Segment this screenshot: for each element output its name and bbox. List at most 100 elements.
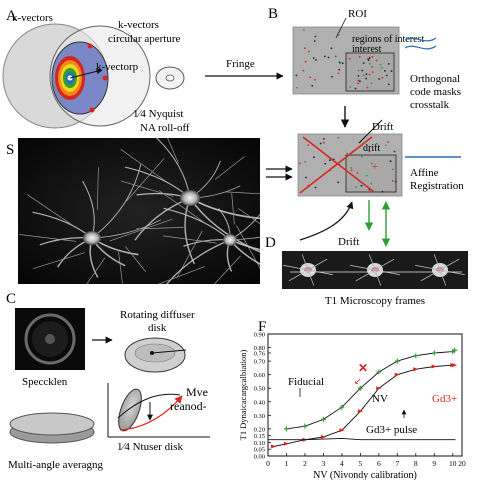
roi-dot <box>384 70 386 72</box>
roi-dot <box>367 59 370 61</box>
nyquist-label-1: 1⁄4 Nyquist <box>133 108 183 120</box>
roi-dot <box>337 72 340 75</box>
frame-neurite <box>374 258 395 271</box>
x-tick-label: 10 <box>449 459 457 468</box>
roi-label: ROI <box>348 8 367 20</box>
neurite-branch <box>124 246 147 273</box>
drift-dot <box>299 162 301 165</box>
roi-dot <box>359 80 361 83</box>
roi-dot <box>362 74 365 77</box>
data-point <box>452 363 458 368</box>
roi-dot <box>303 29 305 31</box>
panel-s: S Drift drift + Affine Registration Drif… <box>6 119 464 284</box>
code-wave-1 <box>404 37 437 42</box>
frame-neurite <box>307 258 328 271</box>
roi-dot <box>371 66 373 68</box>
roi-dot <box>366 86 369 89</box>
x-tick-label: 2 <box>303 459 307 468</box>
panel-f-letter: F <box>258 319 266 335</box>
neurite-branch <box>19 234 76 242</box>
panel-f: F 0.000.050.100.150.200.300.400.500.600.… <box>238 319 466 480</box>
neurite-branch <box>238 208 260 225</box>
y-tick-label: 0.80 <box>254 345 265 352</box>
frame-neurite <box>439 258 460 271</box>
roi-dot <box>349 86 352 88</box>
series-line <box>268 437 456 441</box>
neurite-branch <box>109 218 173 242</box>
drift-dot <box>323 141 325 144</box>
y-tick-label: 0.76 <box>254 350 266 357</box>
roi-dot <box>358 55 361 58</box>
affine-label-2: Registration <box>410 180 464 192</box>
drift-dot <box>360 155 363 158</box>
neurite-branch <box>86 257 106 284</box>
roi-dot <box>385 74 388 77</box>
drift-dot <box>319 142 322 145</box>
aperture-dot <box>87 43 93 49</box>
roi-dot <box>338 68 341 71</box>
drift-dot <box>350 169 353 172</box>
roi-dot <box>341 62 344 65</box>
roi-dot <box>308 50 310 53</box>
y-tick-label: 0.30 <box>254 413 265 420</box>
x-tick-label: 20 <box>458 459 466 468</box>
neurite-branch <box>126 157 165 202</box>
data-point <box>270 444 277 449</box>
panel-a-letter: A <box>6 8 17 24</box>
x-tick-label: 0 <box>266 459 270 468</box>
drift-dot <box>387 141 390 143</box>
ntuser-label: 1⁄4 Ntuser disk <box>117 441 184 453</box>
speckle-label: Speccklen <box>22 376 68 388</box>
chart-frame <box>267 333 463 457</box>
y-tick-label: 0.15 <box>254 433 265 440</box>
data-point <box>357 409 363 414</box>
roi-dot <box>313 40 316 42</box>
drift-dot <box>393 150 396 153</box>
data-point <box>283 426 289 432</box>
data-point <box>431 364 437 369</box>
data-point <box>283 441 290 446</box>
chart: 0.000.050.100.150.200.300.400.500.600.70… <box>238 332 466 480</box>
drift-top-label: Drift <box>372 121 393 133</box>
data-point <box>302 423 308 429</box>
series-line <box>286 349 455 430</box>
data-point <box>339 404 345 410</box>
roi-dot <box>368 57 371 59</box>
drift-dot <box>304 161 307 163</box>
data-point <box>413 353 419 359</box>
tilted-disk <box>118 388 142 432</box>
drift-dot <box>350 167 352 169</box>
roi-dot <box>304 60 307 63</box>
panel-b: B Fringe ROI regions of interest interes… <box>205 6 461 128</box>
roi-dot <box>323 55 326 58</box>
panel-d: D T1 Microscopy frames <box>265 235 468 307</box>
frame-neurite <box>374 269 382 286</box>
data-point <box>394 358 400 364</box>
ortho-label-3: crosstalk <box>410 99 450 111</box>
y-tick-label: 0.90 <box>254 332 265 339</box>
pulse-label: Gd3+ pulse <box>366 424 417 436</box>
drift-dot <box>346 152 349 155</box>
drift-dot <box>323 138 325 140</box>
neuron-soma <box>223 234 237 246</box>
neurite-branch <box>157 266 206 284</box>
x-tick-label: 5 <box>359 459 363 468</box>
frames <box>283 254 465 286</box>
speckle-ring <box>24 313 76 365</box>
roi-dot <box>357 79 360 82</box>
hook-marker-icon: ↙ <box>354 376 362 386</box>
panel-s-letter: S <box>6 142 14 158</box>
frame-neurite <box>439 269 447 286</box>
series-line <box>273 364 455 447</box>
roi-dot <box>304 47 306 50</box>
y-tick-label: 0.05 <box>254 447 265 454</box>
drift-dot <box>337 181 340 184</box>
speckle-center <box>45 334 55 344</box>
drift-dot <box>389 160 392 163</box>
data-point <box>357 385 363 391</box>
drift-dot <box>307 144 310 147</box>
drift-dot <box>384 144 387 147</box>
kvectors-label: k-vectors <box>12 12 53 24</box>
affine-label-1: Affine <box>410 167 439 179</box>
y-tick-label: 0.40 <box>254 399 265 406</box>
